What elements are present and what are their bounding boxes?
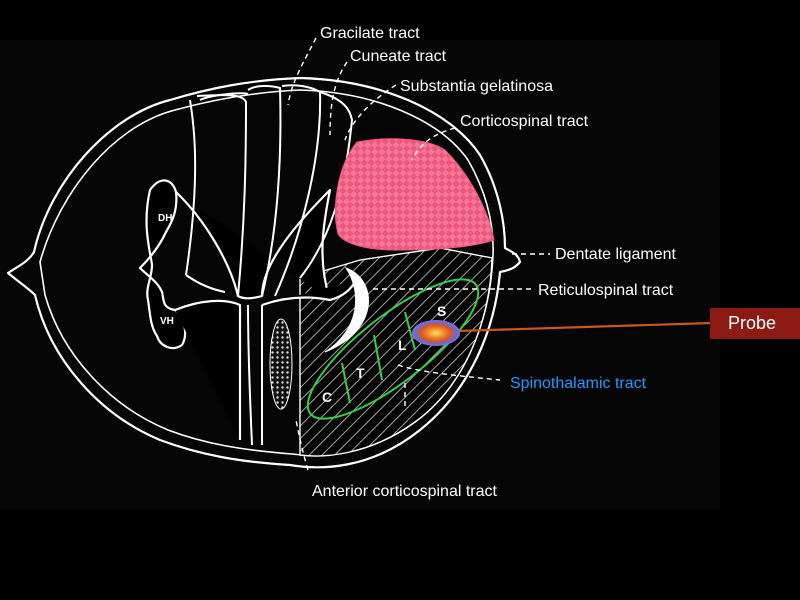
segment-t: T — [356, 365, 365, 381]
anterolateral-hatched-region — [299, 247, 493, 457]
label-vh: VH — [160, 316, 174, 327]
label-spinothalamic-tract: Spinothalamic tract — [510, 375, 647, 392]
probe-line — [457, 321, 713, 333]
anterior-median-fissure — [247, 304, 253, 446]
label-dh: DH — [158, 213, 172, 224]
label-gracilate-tract: Gracilate tract — [320, 25, 420, 42]
gray-matter — [138, 179, 357, 440]
dorsal-columns — [185, 84, 354, 297]
leader-lines — [287, 37, 550, 471]
label-anterior-corticospinal-tract: Anterior corticospinal tract — [312, 483, 498, 500]
cord-outline — [6, 76, 522, 469]
spinothalamic-segments: C T L S — [306, 278, 480, 420]
label-cuneate-tract: Cuneate tract — [350, 48, 447, 65]
anterior-corticospinal-oval — [269, 318, 293, 410]
probe-tip — [412, 320, 460, 346]
label-reticulospinal-tract: Reticulospinal tract — [538, 282, 674, 299]
segment-s: S — [437, 303, 446, 319]
corticospinal-tract-area — [334, 138, 495, 251]
label-dentate-ligament: Dentate ligament — [555, 246, 677, 263]
segment-l: L — [398, 337, 407, 353]
probe-label: Probe — [710, 308, 800, 339]
crescent-marker — [324, 266, 369, 353]
segment-c: C — [322, 389, 332, 405]
label-substantia-gelatinosa: Substantia gelatinosa — [400, 78, 553, 95]
label-corticospinal-tract: Corticospinal tract — [460, 113, 589, 130]
